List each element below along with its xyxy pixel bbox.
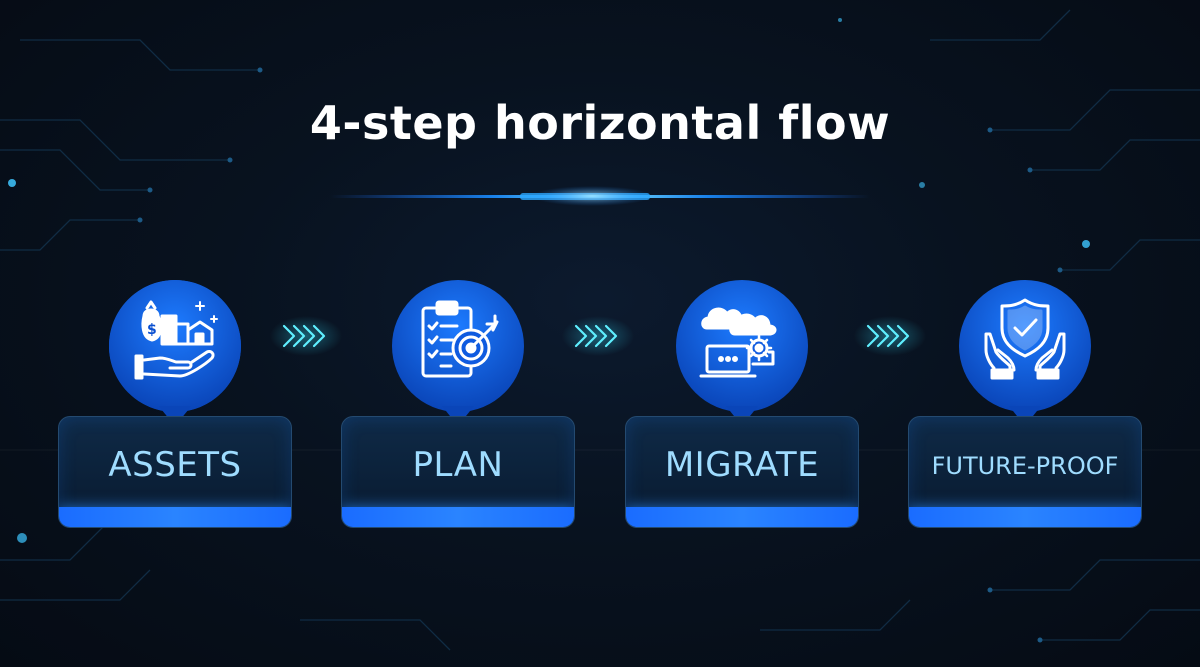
step-future-proof: FUTURE-PROOF — [906, 280, 1144, 532]
page-title: 4-step horizontal flow — [309, 96, 891, 150]
step-card: PLAN — [341, 416, 575, 528]
step-card: FUTURE-PROOF — [908, 416, 1142, 528]
chevrons-right-icon — [562, 316, 634, 356]
card-accent-bar — [909, 507, 1141, 527]
svg-text:$: $ — [147, 322, 157, 338]
step-plan: PLAN — [339, 280, 577, 532]
step-assets: $ ASSETS — [56, 280, 294, 532]
step-label: PLAN — [412, 445, 504, 485]
step-card: MIGRATE — [625, 416, 859, 528]
step-label: FUTURE-PROOF — [931, 452, 1119, 480]
shield-hands-icon — [984, 298, 1066, 380]
card-accent-bar — [59, 507, 291, 527]
card-accent-bar — [626, 507, 858, 527]
step-migrate: MIGRATE — [623, 280, 861, 532]
step-card: ASSETS — [58, 416, 292, 528]
chevrons-right-icon — [854, 316, 926, 356]
cloud-laptop-icon — [699, 307, 777, 378]
clipboard-target-icon — [421, 300, 499, 378]
card-accent-bar — [342, 507, 574, 527]
title-underline-glow — [330, 186, 870, 206]
money-hand-icon: $ — [134, 300, 218, 380]
step-label: MIGRATE — [664, 445, 820, 485]
chevrons-right-icon — [270, 316, 342, 356]
step-label: ASSETS — [108, 445, 242, 485]
